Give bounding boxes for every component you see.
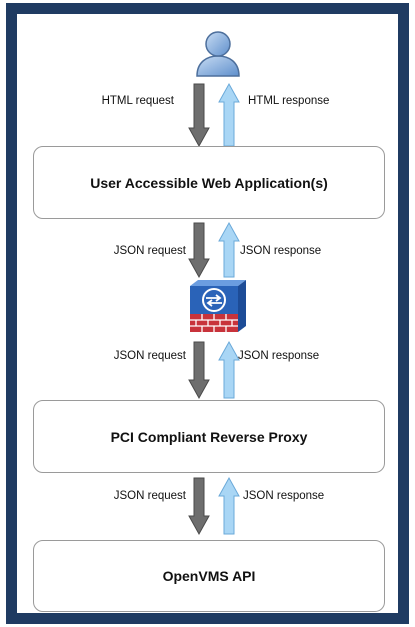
diagram-frame — [6, 3, 409, 624]
flow-3-response-label: JSON response — [238, 350, 320, 362]
web-application-box: User Accessible Web Application(s) — [33, 146, 385, 219]
flow-1-request-label: HTML request — [101, 95, 174, 107]
flow-4-request-label: JSON request — [113, 490, 186, 502]
openvms-api-label: OpenVMS API — [162, 568, 256, 584]
flow-4-response-arrow — [218, 476, 240, 535]
flow-1-request-arrow — [188, 83, 210, 148]
openvms-api-box: OpenVMS API — [33, 540, 385, 612]
flow-4-request-arrow — [188, 477, 210, 536]
reverse-proxy-box: PCI Compliant Reverse Proxy — [33, 400, 385, 473]
firewall-icon — [190, 280, 246, 332]
flow-1-response-arrow — [218, 82, 240, 147]
web-application-label: User Accessible Web Application(s) — [90, 174, 328, 191]
reverse-proxy-label: PCI Compliant Reverse Proxy — [110, 428, 308, 445]
flow-3-response-arrow — [218, 340, 240, 399]
flow-2-response-label: JSON response — [240, 245, 322, 257]
flow-3-request-arrow — [188, 341, 210, 400]
flow-2-response-arrow — [218, 221, 240, 278]
flow-2-request-arrow — [188, 222, 210, 279]
flow-2-request-label: JSON request — [113, 245, 186, 257]
flow-1-response-label: HTML response — [248, 95, 330, 107]
flow-4-response-label: JSON response — [243, 490, 325, 502]
user-icon — [196, 31, 240, 77]
flow-3-request-label: JSON request — [113, 350, 186, 362]
